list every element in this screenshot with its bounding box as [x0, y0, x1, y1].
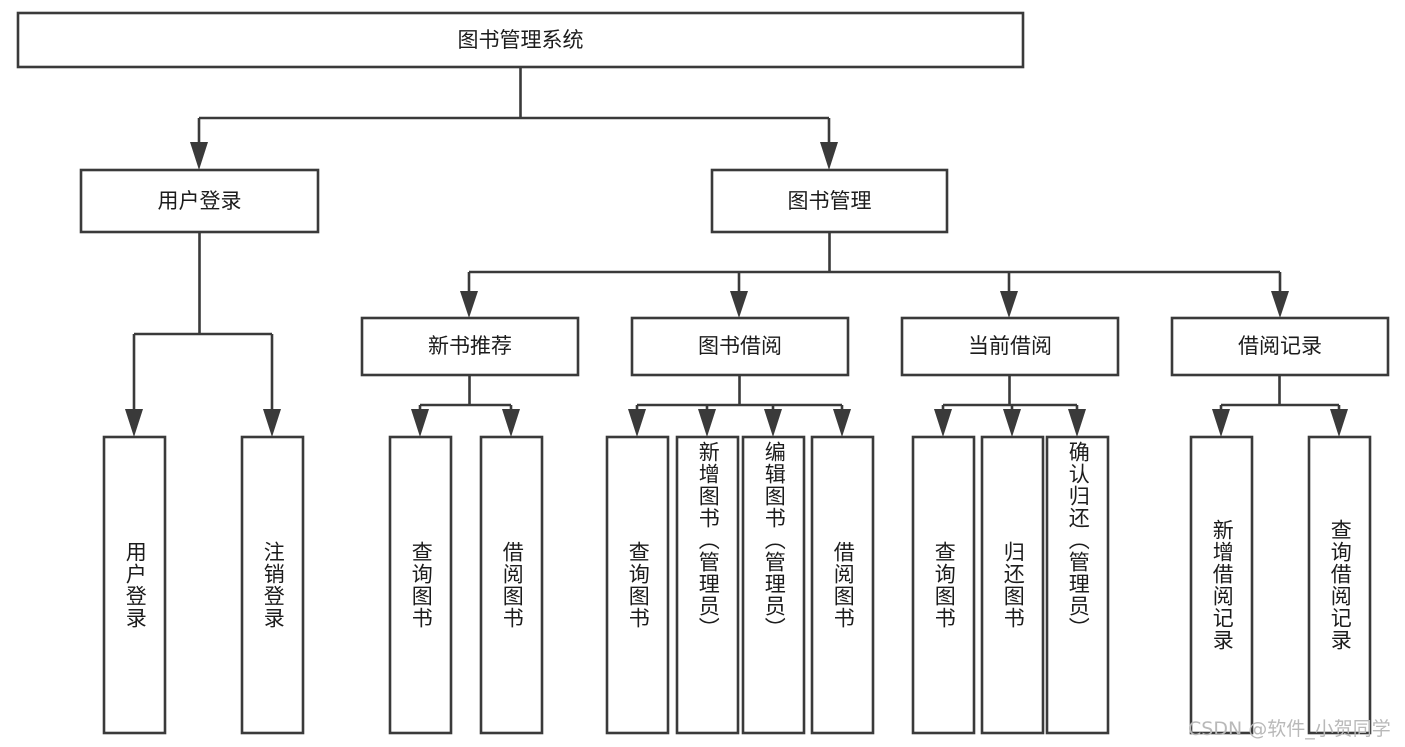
node-current-borrow[interactable]	[900, 316, 1120, 377]
connector-group-new-book-recommend	[411, 375, 520, 437]
arrowhead-leaf-add-book	[698, 409, 716, 437]
arrowhead-leaf-logout-login	[263, 409, 281, 437]
node-leaf-add-record[interactable]	[1189, 435, 1254, 735]
connector-group-book-management	[460, 232, 1289, 318]
arrowhead-new-book-recommend	[460, 291, 478, 318]
arrowhead-leaf-borrow-book-2	[833, 409, 851, 437]
arrowhead-book-management	[820, 142, 838, 170]
node-leaf-logout-login[interactable]	[240, 435, 305, 735]
arrowhead-book-borrow	[730, 291, 748, 318]
arrowhead-user-login	[190, 142, 208, 170]
arrowhead-leaf-query-book-3	[934, 409, 952, 437]
node-leaf-user-login[interactable]	[102, 435, 167, 735]
node-user-login-label: 用户登录	[158, 189, 242, 213]
node-leaf-confirm-return[interactable]	[1045, 435, 1110, 735]
arrowhead-leaf-edit-book	[764, 409, 782, 437]
node-leaf-borrow-book-1[interactable]	[479, 435, 544, 735]
arrowhead-borrow-record	[1271, 291, 1289, 318]
node-book-management[interactable]	[710, 168, 949, 234]
connector-group-borrow-record	[1212, 375, 1348, 437]
csdn-watermark: CSDN @软件_小贺同学	[1188, 718, 1391, 740]
node-leaf-return-book[interactable]	[980, 435, 1045, 735]
arrowhead-leaf-add-record	[1212, 409, 1230, 437]
arrowhead-leaf-return-book	[1003, 409, 1021, 437]
connector-group-book-borrow	[628, 375, 851, 437]
node-leaf-edit-book[interactable]	[741, 435, 806, 735]
node-new-book-recommend[interactable]	[360, 316, 580, 377]
node-new-book-recommend-label: 新书推荐	[428, 334, 512, 358]
node-leaf-add-book[interactable]	[675, 435, 740, 735]
node-leaf-query-record[interactable]	[1307, 435, 1372, 735]
node-current-borrow-label: 当前借阅	[968, 334, 1052, 358]
connector-group-user-login	[125, 232, 281, 437]
node-leaf-borrow-book-2[interactable]	[810, 435, 875, 735]
connector-group-root	[190, 67, 838, 170]
node-root-label: 图书管理系统	[458, 28, 584, 52]
node-root[interactable]	[16, 11, 1025, 69]
arrowhead-leaf-query-record	[1330, 409, 1348, 437]
node-borrow-record-label: 借阅记录	[1238, 334, 1322, 358]
node-leaf-query-book-1[interactable]	[388, 435, 453, 735]
arrowhead-leaf-confirm-return	[1068, 409, 1086, 437]
arrowhead-leaf-query-book-1	[411, 409, 429, 437]
connector-group-current-borrow	[934, 375, 1086, 437]
node-leaf-query-book-3[interactable]	[911, 435, 976, 735]
node-leaf-query-book-2[interactable]	[605, 435, 670, 735]
arrowhead-leaf-borrow-book-1	[502, 409, 520, 437]
node-user-login[interactable]	[79, 168, 320, 234]
node-book-management-label: 图书管理	[788, 189, 872, 213]
node-borrow-record[interactable]	[1170, 316, 1390, 377]
node-book-borrow-label: 图书借阅	[698, 334, 782, 358]
node-book-borrow[interactable]	[630, 316, 850, 377]
arrowhead-leaf-user-login	[125, 409, 143, 437]
arrowhead-leaf-query-book-2	[628, 409, 646, 437]
arrowhead-current-borrow	[1000, 291, 1018, 318]
